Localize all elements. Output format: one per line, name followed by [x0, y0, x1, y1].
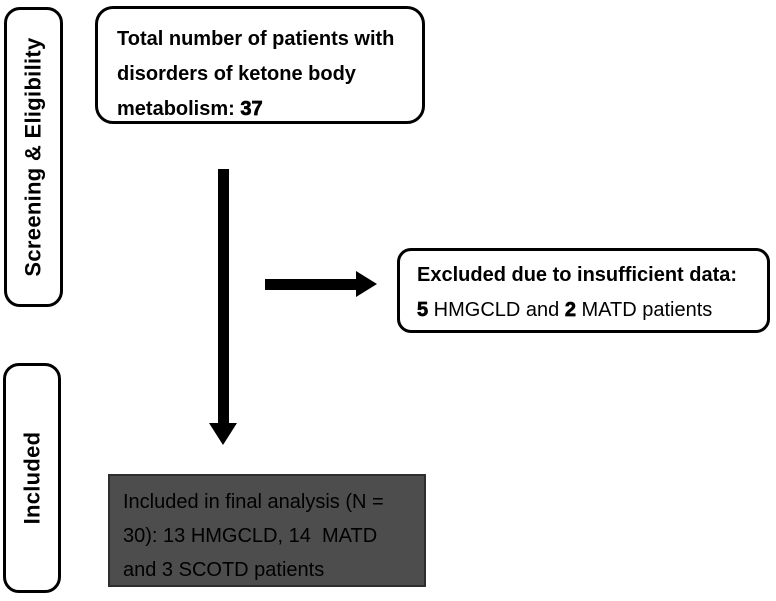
- text-line: and 3 SCOTD patients: [123, 559, 325, 581]
- right-arrow-shaft: [265, 279, 358, 290]
- node-final-analysis: Included in final analysis (N = 30): 13 H…: [108, 474, 426, 587]
- right-arrow-icon: [265, 271, 378, 298]
- right-arrow-head: [356, 271, 377, 297]
- down-arrow-shaft: [218, 169, 229, 425]
- text-line: Total number of patients with: [117, 28, 395, 50]
- stage-box-screening-eligibility: Screening & Eligibility: [4, 7, 63, 307]
- text-line: 30): 13 HMGCLD, 14 MATD: [123, 525, 378, 547]
- text-line: Excluded due to insufficient data:: [417, 264, 738, 286]
- text-line: disorders of ketone body: [117, 63, 356, 85]
- text-line: 5 HMGCLD and 2 MATD patients: [417, 299, 713, 322]
- stage-label-screening-eligibility: Screening & Eligibility: [20, 37, 46, 277]
- stage-box-included: Included: [3, 363, 61, 593]
- node-excluded-patients: Excluded due to insufficient data: 5 HMGC…: [397, 248, 770, 333]
- text-line: Included in final analysis (N =: [123, 491, 384, 513]
- text-line: metabolism: 37: [117, 98, 263, 121]
- stage-label-included: Included: [19, 431, 45, 525]
- node-total-patients: Total number of patients with disorders o…: [95, 6, 425, 124]
- down-arrow-icon: [209, 169, 238, 446]
- down-arrow-head: [209, 423, 237, 445]
